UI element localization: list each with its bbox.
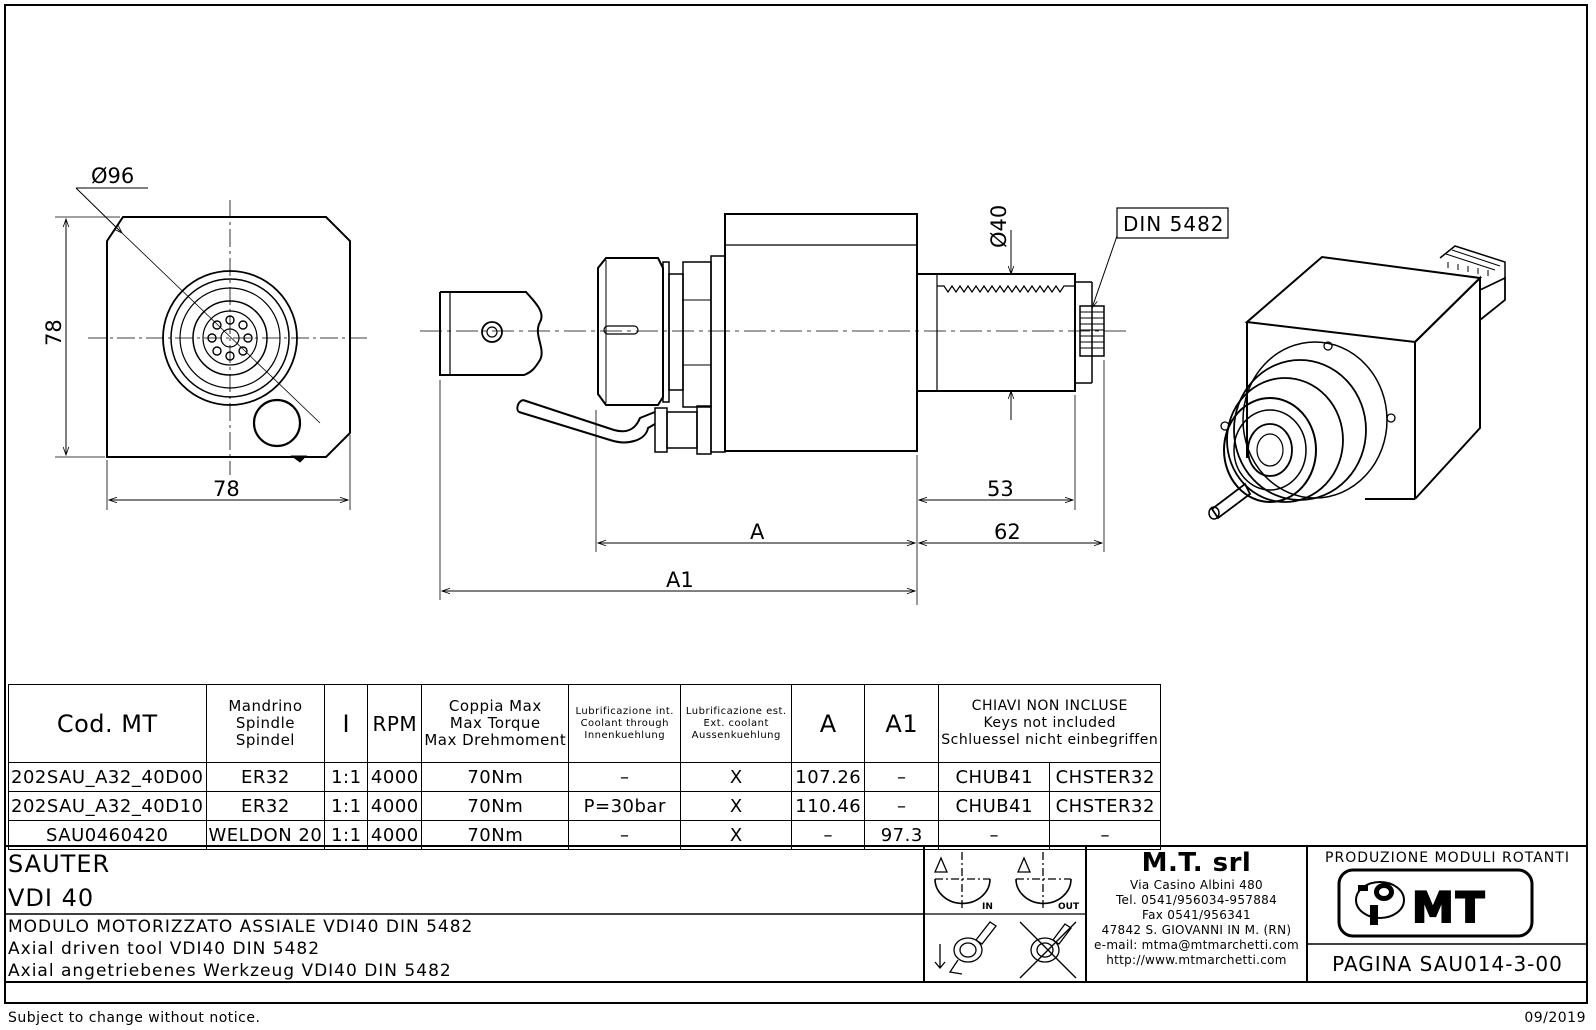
cell-a1: –: [864, 791, 940, 821]
cell-key2: –: [1049, 820, 1162, 850]
header-spindle: Mandrino Spindle Spindel: [205, 684, 326, 763]
cell-spindle: ER32: [205, 762, 326, 792]
dim-front-diameter: Ø96: [91, 164, 134, 188]
header-coolant-ext: Lubrificazione est. Ext. coolant Aussenk…: [680, 684, 793, 763]
description-de: Axial angetriebenes Werkzeug VDI40 DIN 5…: [8, 961, 452, 981]
table-row: 202SAU_A32_40D00 ER32 1:1 4000 70Nm – X …: [8, 762, 1162, 792]
cell-spindle: WELDON 20: [205, 820, 326, 850]
standard-tag: DIN 5482: [1123, 212, 1225, 236]
spec-table-header: Cod. MT Mandrino Spindle Spindel I RPM C…: [8, 684, 1162, 763]
rotation-out-label: OUT: [1058, 902, 1080, 912]
table-row: SAU0460420 WELDON 20 1:1 4000 70Nm – X –…: [8, 820, 1162, 850]
table-row: 202SAU_A32_40D10 ER32 1:1 4000 70Nm P=30…: [8, 791, 1162, 821]
dim-shank-diameter: Ø40: [987, 205, 1011, 248]
cell-coolant-ext: X: [680, 820, 793, 850]
cell-coolant-int: –: [568, 820, 682, 850]
company-address: Via Casino Albini 480 Tel. 0541/956034-9…: [1094, 878, 1299, 967]
mt-logo-text: MT: [1412, 883, 1486, 932]
cell-rpm: 4000: [367, 820, 423, 850]
cell-key1: CHUB41: [938, 791, 1051, 821]
cell-ratio: 1:1: [324, 762, 369, 792]
header-a1: A1: [864, 684, 940, 763]
dim-a: A: [750, 520, 765, 544]
mt-logo: MT: [1337, 868, 1534, 938]
header-code: Cod. MT: [8, 684, 207, 763]
cell-code: 202SAU_A32_40D00: [8, 762, 207, 792]
dim-front-height: 78: [42, 319, 66, 346]
rotation-in-icon: [934, 852, 991, 910]
cell-coolant-ext: X: [680, 791, 793, 821]
cell-rpm: 4000: [367, 762, 423, 792]
cell-ratio: 1:1: [324, 820, 369, 850]
side-view: [420, 207, 1229, 605]
header-rpm: RPM: [367, 684, 423, 763]
cell-a: –: [791, 820, 866, 850]
rotation-in-label: IN: [982, 902, 993, 912]
cell-a: 107.26: [791, 762, 866, 792]
cell-key2: CHSTER32: [1049, 791, 1162, 821]
tool-usage-forbidden-icon: [1019, 921, 1077, 979]
dim-total-right: 62: [994, 520, 1021, 544]
description-en: Axial driven tool VDI40 DIN 5482: [8, 939, 321, 959]
isometric-view: [1208, 245, 1506, 520]
cell-code: SAU0460420: [8, 820, 207, 850]
cell-coolant-int: P=30bar: [568, 791, 682, 821]
model-name: VDI 40: [8, 884, 95, 912]
footer-date: 09/2019: [1524, 1010, 1586, 1026]
cell-rpm: 4000: [367, 791, 423, 821]
tool-usage-icon: [934, 921, 997, 975]
cell-spindle: ER32: [205, 791, 326, 821]
cell-ratio: 1:1: [324, 791, 369, 821]
cell-key2: CHSTER32: [1049, 762, 1162, 792]
cell-torque: 70Nm: [421, 791, 570, 821]
header-keys: CHIAVI NON INCLUSE Keys not included Sch…: [938, 684, 1162, 763]
front-view: [55, 187, 370, 510]
footer-notice: Subject to change without notice.: [8, 1010, 261, 1026]
cell-key1: –: [938, 820, 1051, 850]
cell-code: 202SAU_A32_40D10: [8, 791, 207, 821]
cell-torque: 70Nm: [421, 762, 570, 792]
dim-shank-length: 53: [987, 477, 1014, 501]
description-it: MODULO MOTORIZZATO ASSIALE VDI40 DIN 548…: [8, 917, 474, 937]
cell-key1: CHUB41: [938, 762, 1051, 792]
cell-coolant-int: –: [568, 762, 682, 792]
cell-a1: –: [864, 762, 940, 792]
dim-front-width: 78: [213, 477, 240, 501]
page-code: PAGINA SAU014-3-00: [1332, 952, 1563, 976]
cell-coolant-ext: X: [680, 762, 793, 792]
header-a: A: [791, 684, 866, 763]
company-block: M.T. srl Via Casino Albini 480 Tel. 0541…: [1086, 848, 1307, 968]
dim-a1: A1: [666, 568, 694, 592]
drawing-frame: [4, 4, 1588, 1004]
production-label: PRODUZIONE MODULI ROTANTI: [1325, 850, 1570, 866]
company-name: M.T. srl: [1141, 848, 1252, 878]
spec-table: Cod. MT Mandrino Spindle Spindel I RPM C…: [8, 684, 1162, 850]
brand-name: SAUTER: [8, 850, 111, 878]
header-torque: Coppia Max Max Torque Max Drehmoment: [421, 684, 570, 763]
header-coolant-int: Lubrificazione int. Coolant through Inne…: [568, 684, 682, 763]
rotation-out-icon: [1015, 852, 1072, 910]
header-ratio: I: [324, 684, 369, 763]
cell-torque: 70Nm: [421, 820, 570, 850]
cell-a1: 97.3: [864, 820, 940, 850]
cell-a: 110.46: [791, 791, 866, 821]
